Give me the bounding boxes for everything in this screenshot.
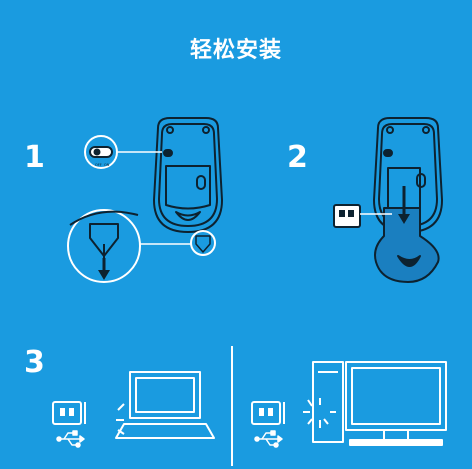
mouse-underside-1: [153, 117, 223, 233]
switch-off-label: OFF: [95, 163, 102, 167]
step-3-number: 3: [24, 345, 45, 380]
usb-receiver-laptop: [52, 401, 86, 425]
usb-receiver-desktop: [251, 401, 285, 425]
power-switch-callout: [84, 135, 162, 169]
switch-on-label: ON: [104, 163, 110, 167]
page-title: 轻松安装: [189, 38, 282, 63]
usb-port-highlight: [116, 403, 125, 435]
step-3-desktop-scene: [251, 361, 447, 448]
mouse-underside-2: [373, 117, 443, 233]
step-3-laptop-scene: [52, 371, 215, 448]
step-1-number: 1: [24, 140, 45, 175]
step-2-illustration: [333, 117, 443, 283]
step-2-number: 2: [287, 140, 308, 175]
laptop-icon: [115, 371, 215, 439]
usb-icon: [56, 430, 85, 448]
usb-icon: [254, 430, 283, 448]
monitor-icon: [345, 361, 447, 446]
desktop-tower-icon: [312, 361, 344, 443]
usb-receiver-step2: [333, 204, 392, 228]
step-1-illustration: OFF ON: [67, 117, 223, 283]
battery-cover-removed: [374, 207, 440, 283]
usb-port-highlight: [303, 398, 336, 428]
